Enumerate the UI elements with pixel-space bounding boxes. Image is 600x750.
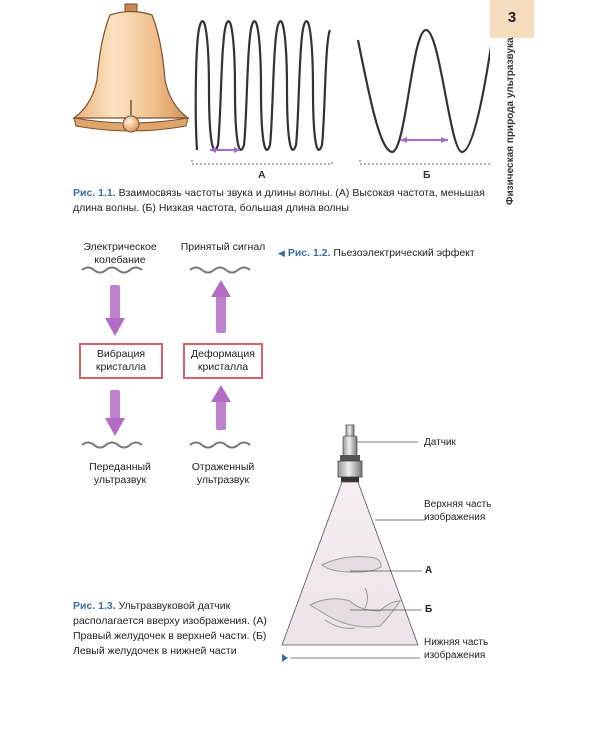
- box-crystal-deformation: Деформация кристалла: [183, 343, 263, 379]
- label-b: Б: [425, 603, 432, 616]
- bell-icon: [74, 4, 188, 132]
- label-upper-part: Верхняя часть изображения: [424, 498, 504, 524]
- label-reflected-ultrasound: Отраженный ультразвук: [176, 461, 270, 487]
- figure-1-3-caption: Рис. 1.3. Ультразвуковой датчик располаг…: [73, 599, 283, 659]
- label-electric-oscillation: Электрическое колебание: [75, 241, 165, 267]
- figure-1-2-caption: ◀ Рис. 1.2. Пьезоэлектрический эффект: [278, 246, 498, 261]
- arrow-down-2: [105, 390, 125, 436]
- transducer-probe-icon: [338, 425, 362, 482]
- received-signal-wave: [190, 268, 250, 273]
- arrow-down-1: [105, 285, 125, 336]
- arrow-up-2: [211, 385, 231, 430]
- figure-label: Рис. 1.2.: [288, 247, 331, 259]
- label-transducer: Датчик: [424, 436, 456, 449]
- figure-label: Рис. 1.1.: [73, 187, 116, 199]
- figure-1-3-illustration: [280, 420, 480, 670]
- running-title: Физическая природа ультразвука: [505, 45, 519, 205]
- caption-text: Пьезоэлектрический эффект: [333, 247, 474, 259]
- caption-text: Взаимосвязь частоты звука и длины волны.…: [73, 187, 485, 214]
- box-crystal-vibration: Вибрация кристалла: [79, 343, 163, 379]
- label-lower-part: Нижняя часть изображения: [424, 636, 504, 662]
- electric-oscillation-wave: [82, 268, 142, 273]
- wave-a-high-frequency: [196, 21, 330, 150]
- arrow-up-1: [211, 280, 231, 333]
- label-transmitted-ultrasound: Переданный ультразвук: [75, 461, 165, 487]
- label-a: А: [425, 564, 432, 577]
- figure-1-1-caption: Рис. 1.1. Взаимосвязь частоты звука и дл…: [73, 186, 495, 216]
- wave-a-label: А: [258, 169, 266, 181]
- wave-b-low-frequency: [358, 30, 490, 152]
- pointer-triangle-icon: ◀: [278, 248, 285, 258]
- reflected-ultrasound-wave: [190, 443, 250, 448]
- page-number: 3: [490, 0, 534, 38]
- transmitted-ultrasound-wave: [82, 443, 142, 448]
- figure-label: Рис. 1.3.: [73, 600, 116, 612]
- figure-1-1-illustration: [70, 0, 490, 175]
- wave-b-label: Б: [423, 169, 431, 181]
- label-received-signal: Принятый сигнал: [178, 241, 268, 254]
